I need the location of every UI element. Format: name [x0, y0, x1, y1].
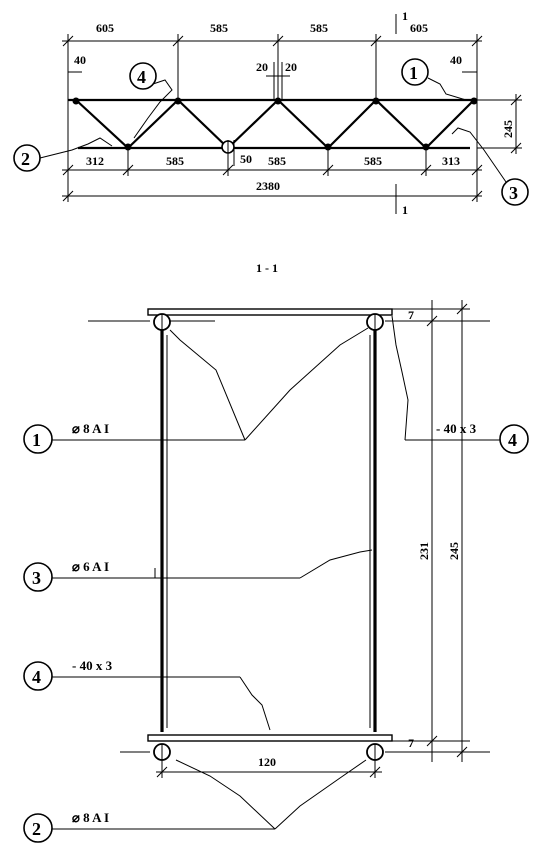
bottom-dim-5: 313	[442, 154, 460, 168]
offset-mid-a: 20	[256, 60, 268, 74]
section-callout-1-text: ⌀ 8 A I	[72, 421, 109, 436]
top-dim-2: 585	[210, 21, 228, 35]
bottom-dim-4: 585	[364, 154, 382, 168]
bottom-dim-1: 312	[86, 154, 104, 168]
top-plate	[147, 308, 393, 316]
offset-50: 50	[240, 152, 252, 166]
zigzag-web	[75, 98, 475, 150]
truss-plan-view: 605 585 585 605 1 40 40 20 20	[13, 9, 529, 217]
top-dim-3: 585	[310, 21, 328, 35]
callout-3: 3	[509, 183, 518, 203]
section-callout-circle-4-left	[23, 661, 53, 691]
tick-bottom: 7	[408, 736, 414, 750]
section-callout-2: 2	[32, 819, 41, 839]
bottom-dim-3: 585	[268, 154, 286, 168]
callout-circle-4	[129, 62, 157, 90]
section-callout-circle-4-right	[499, 424, 529, 454]
callout-1: 1	[409, 63, 418, 83]
offset-right: 40	[450, 53, 462, 67]
section-callout-1: 1	[32, 430, 41, 450]
section-width: 120	[258, 755, 276, 769]
section-mark-top: 1	[402, 9, 408, 23]
section-callout-3: 3	[32, 568, 41, 588]
section-callout-4-right: 4	[508, 430, 517, 450]
overall-length: 2380	[256, 179, 280, 193]
section-callout-circle-3	[23, 562, 53, 592]
section-inner-height: 231	[417, 542, 431, 560]
section-callout-2-text: ⌀ 8 A I	[72, 810, 109, 825]
section-callout-4-left-text: - 40 x 3	[72, 658, 113, 673]
section-callout-circle-1	[23, 424, 53, 454]
bottom-dim-2: 585	[166, 154, 184, 168]
section-mark-bottom: 1	[402, 203, 408, 217]
callout-4: 4	[137, 67, 146, 87]
offset-left: 40	[74, 53, 86, 67]
section-callout-4-right-text: - 40 x 3	[436, 421, 477, 436]
callout-2: 2	[21, 149, 30, 169]
callout-circle-1	[401, 58, 429, 86]
truss-nodes	[72, 97, 478, 151]
bottom-plate	[147, 734, 393, 742]
top-dim-1: 605	[96, 21, 114, 35]
offset-mid-b: 20	[285, 60, 297, 74]
plan-height: 245	[501, 120, 515, 138]
section-total-height: 245	[447, 542, 461, 560]
section-title: 1 - 1	[256, 261, 278, 275]
section-view: 231 245 7 7 120 1 ⌀ 8 A I 4 - 40 x 3 3 ⌀…	[23, 300, 529, 843]
top-dim-4: 605	[410, 21, 428, 35]
section-callout-4-left: 4	[32, 667, 41, 687]
section-callout-circle-2	[23, 813, 53, 843]
callout-circle-3	[501, 178, 529, 206]
section-callout-3-text: ⌀ 6 A I	[72, 559, 109, 574]
tick-top: 7	[408, 308, 414, 322]
